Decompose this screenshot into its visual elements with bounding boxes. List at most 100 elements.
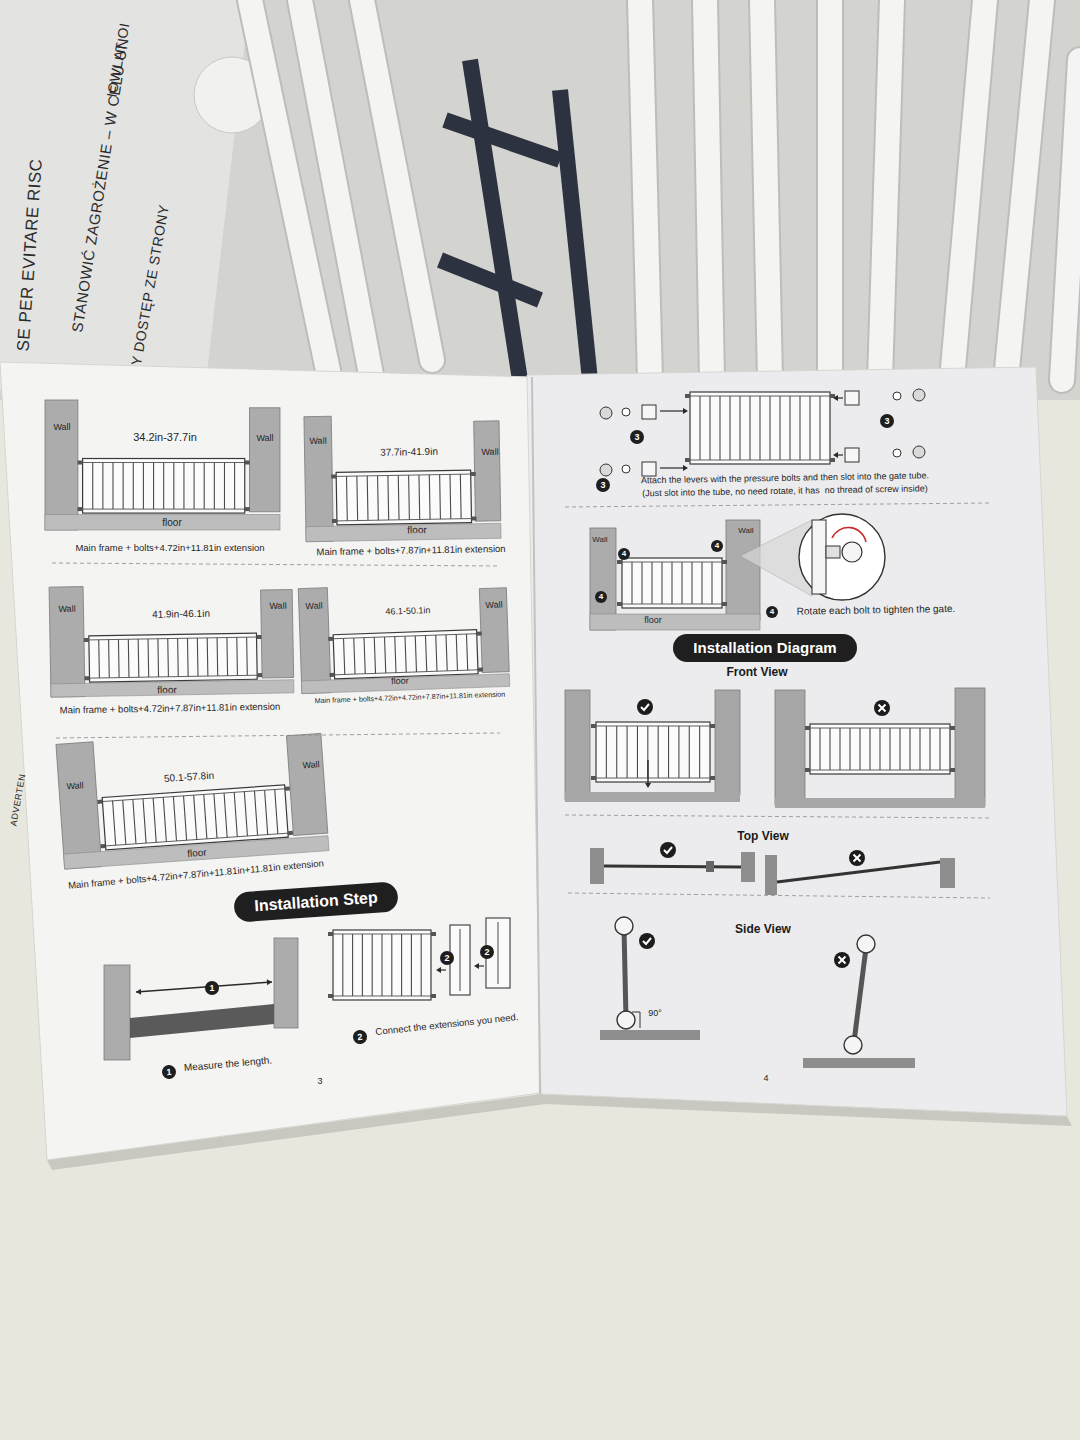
icon-disc [637, 699, 653, 715]
bolt-tube [642, 462, 656, 476]
label-text: Wall [66, 780, 84, 792]
gate-rail [89, 637, 257, 640]
icon-disc [660, 842, 676, 858]
label-text: floor [644, 615, 662, 625]
lever-knob [622, 465, 630, 473]
lever-knob [622, 408, 630, 416]
gate-bar [197, 638, 199, 676]
rotate-arrow [832, 528, 866, 542]
gate-bar [436, 635, 437, 671]
plastic-bag [0, 0, 250, 390]
pole-edge [880, 0, 892, 380]
gate-bar [699, 396, 700, 460]
gate-bar [929, 728, 930, 770]
arrow-head [683, 465, 688, 471]
pressure-bolt [431, 994, 436, 998]
angle-mark [632, 1012, 640, 1028]
gate-bar [173, 797, 176, 841]
pressure-bolt [685, 458, 690, 462]
gate-bar [889, 728, 890, 770]
gate-bar [138, 639, 140, 677]
cross-mark [854, 855, 861, 862]
gate-bar [668, 726, 669, 778]
label-text: Wall [58, 604, 75, 615]
gate-bar [387, 476, 389, 520]
wall-shape [955, 688, 985, 806]
pressure-bolt [78, 461, 83, 465]
post-knob [617, 1011, 635, 1029]
pressure-bolt [97, 800, 102, 804]
gate-bar [254, 791, 257, 835]
gate-bar [859, 728, 860, 770]
gate-bar [194, 795, 197, 839]
pressure-bolt [685, 394, 690, 398]
gate-bar [123, 463, 124, 510]
gate-bar [118, 639, 120, 677]
packaging [0, 0, 1080, 400]
gate-bar [819, 728, 820, 770]
wall-shape [104, 965, 130, 1060]
gate-bar [183, 463, 184, 510]
gate-rail [596, 778, 710, 779]
pressure-bolt [478, 668, 483, 672]
icon-disc [639, 933, 655, 949]
gate-bar [346, 476, 348, 520]
bolt-tube [845, 391, 859, 405]
cross-icon [834, 952, 850, 968]
callout-number: 3 [596, 478, 610, 492]
gate-bar [275, 789, 278, 833]
gate-top-line [604, 866, 741, 867]
wall-shape [286, 733, 327, 835]
wall-shape [56, 742, 102, 869]
gate-bar [449, 474, 451, 518]
gate-pole [640, 0, 650, 380]
gate-bar [372, 934, 373, 996]
wall-shape [274, 938, 298, 1028]
label-text: Main frame + bolts+4.72in+7.87in+11.81in… [68, 858, 325, 891]
pressure-bolt [477, 632, 482, 636]
gate-bar [224, 463, 225, 510]
pressure-bolt [710, 776, 715, 780]
gate-pole [1006, 0, 1042, 380]
wall-shape [565, 690, 590, 800]
view-heading: Front View [726, 666, 787, 680]
gate-bar [411, 934, 412, 996]
pressure-bolt [245, 507, 250, 511]
gate-frame [89, 633, 257, 682]
label-text: 50.1-57.8in [164, 770, 215, 785]
gate-bar [217, 638, 219, 676]
gate-bar [356, 476, 358, 520]
packaging-print: ADVERTEN [8, 773, 27, 827]
gate-bar [377, 476, 379, 520]
manual-page [527, 367, 1067, 1116]
lever-knob [600, 464, 612, 476]
pressure-bolt [285, 786, 290, 790]
gate-bar [879, 728, 880, 770]
bolt-tube [642, 405, 656, 419]
label-text: Rotate each bolt to tighten the gate. [797, 603, 956, 617]
arrow-head [436, 967, 441, 973]
gate-bar [374, 637, 375, 673]
pressure-bolt [100, 844, 105, 848]
gate-figure [328, 930, 436, 1000]
gate-bar [234, 463, 235, 510]
wall-shape [304, 416, 333, 541]
gate-bar [236, 637, 238, 675]
arrow-head [645, 783, 651, 788]
gate-bar [157, 639, 159, 677]
gate-bar [616, 726, 617, 778]
gate-pole [880, 0, 892, 380]
gate-bar [153, 798, 156, 842]
label-text: Wall [485, 600, 503, 611]
lever-knob [600, 407, 612, 419]
gate-bar [627, 726, 628, 778]
gate-bar [446, 635, 447, 671]
arrow-head [833, 452, 838, 458]
gate-frame [83, 459, 245, 514]
bag-print-mark [470, 60, 520, 380]
gate-bar [385, 637, 386, 673]
icon-disc [849, 850, 865, 866]
label-text: Wall [738, 526, 753, 535]
gate-frame [622, 558, 722, 608]
pole-edge [705, 0, 712, 380]
